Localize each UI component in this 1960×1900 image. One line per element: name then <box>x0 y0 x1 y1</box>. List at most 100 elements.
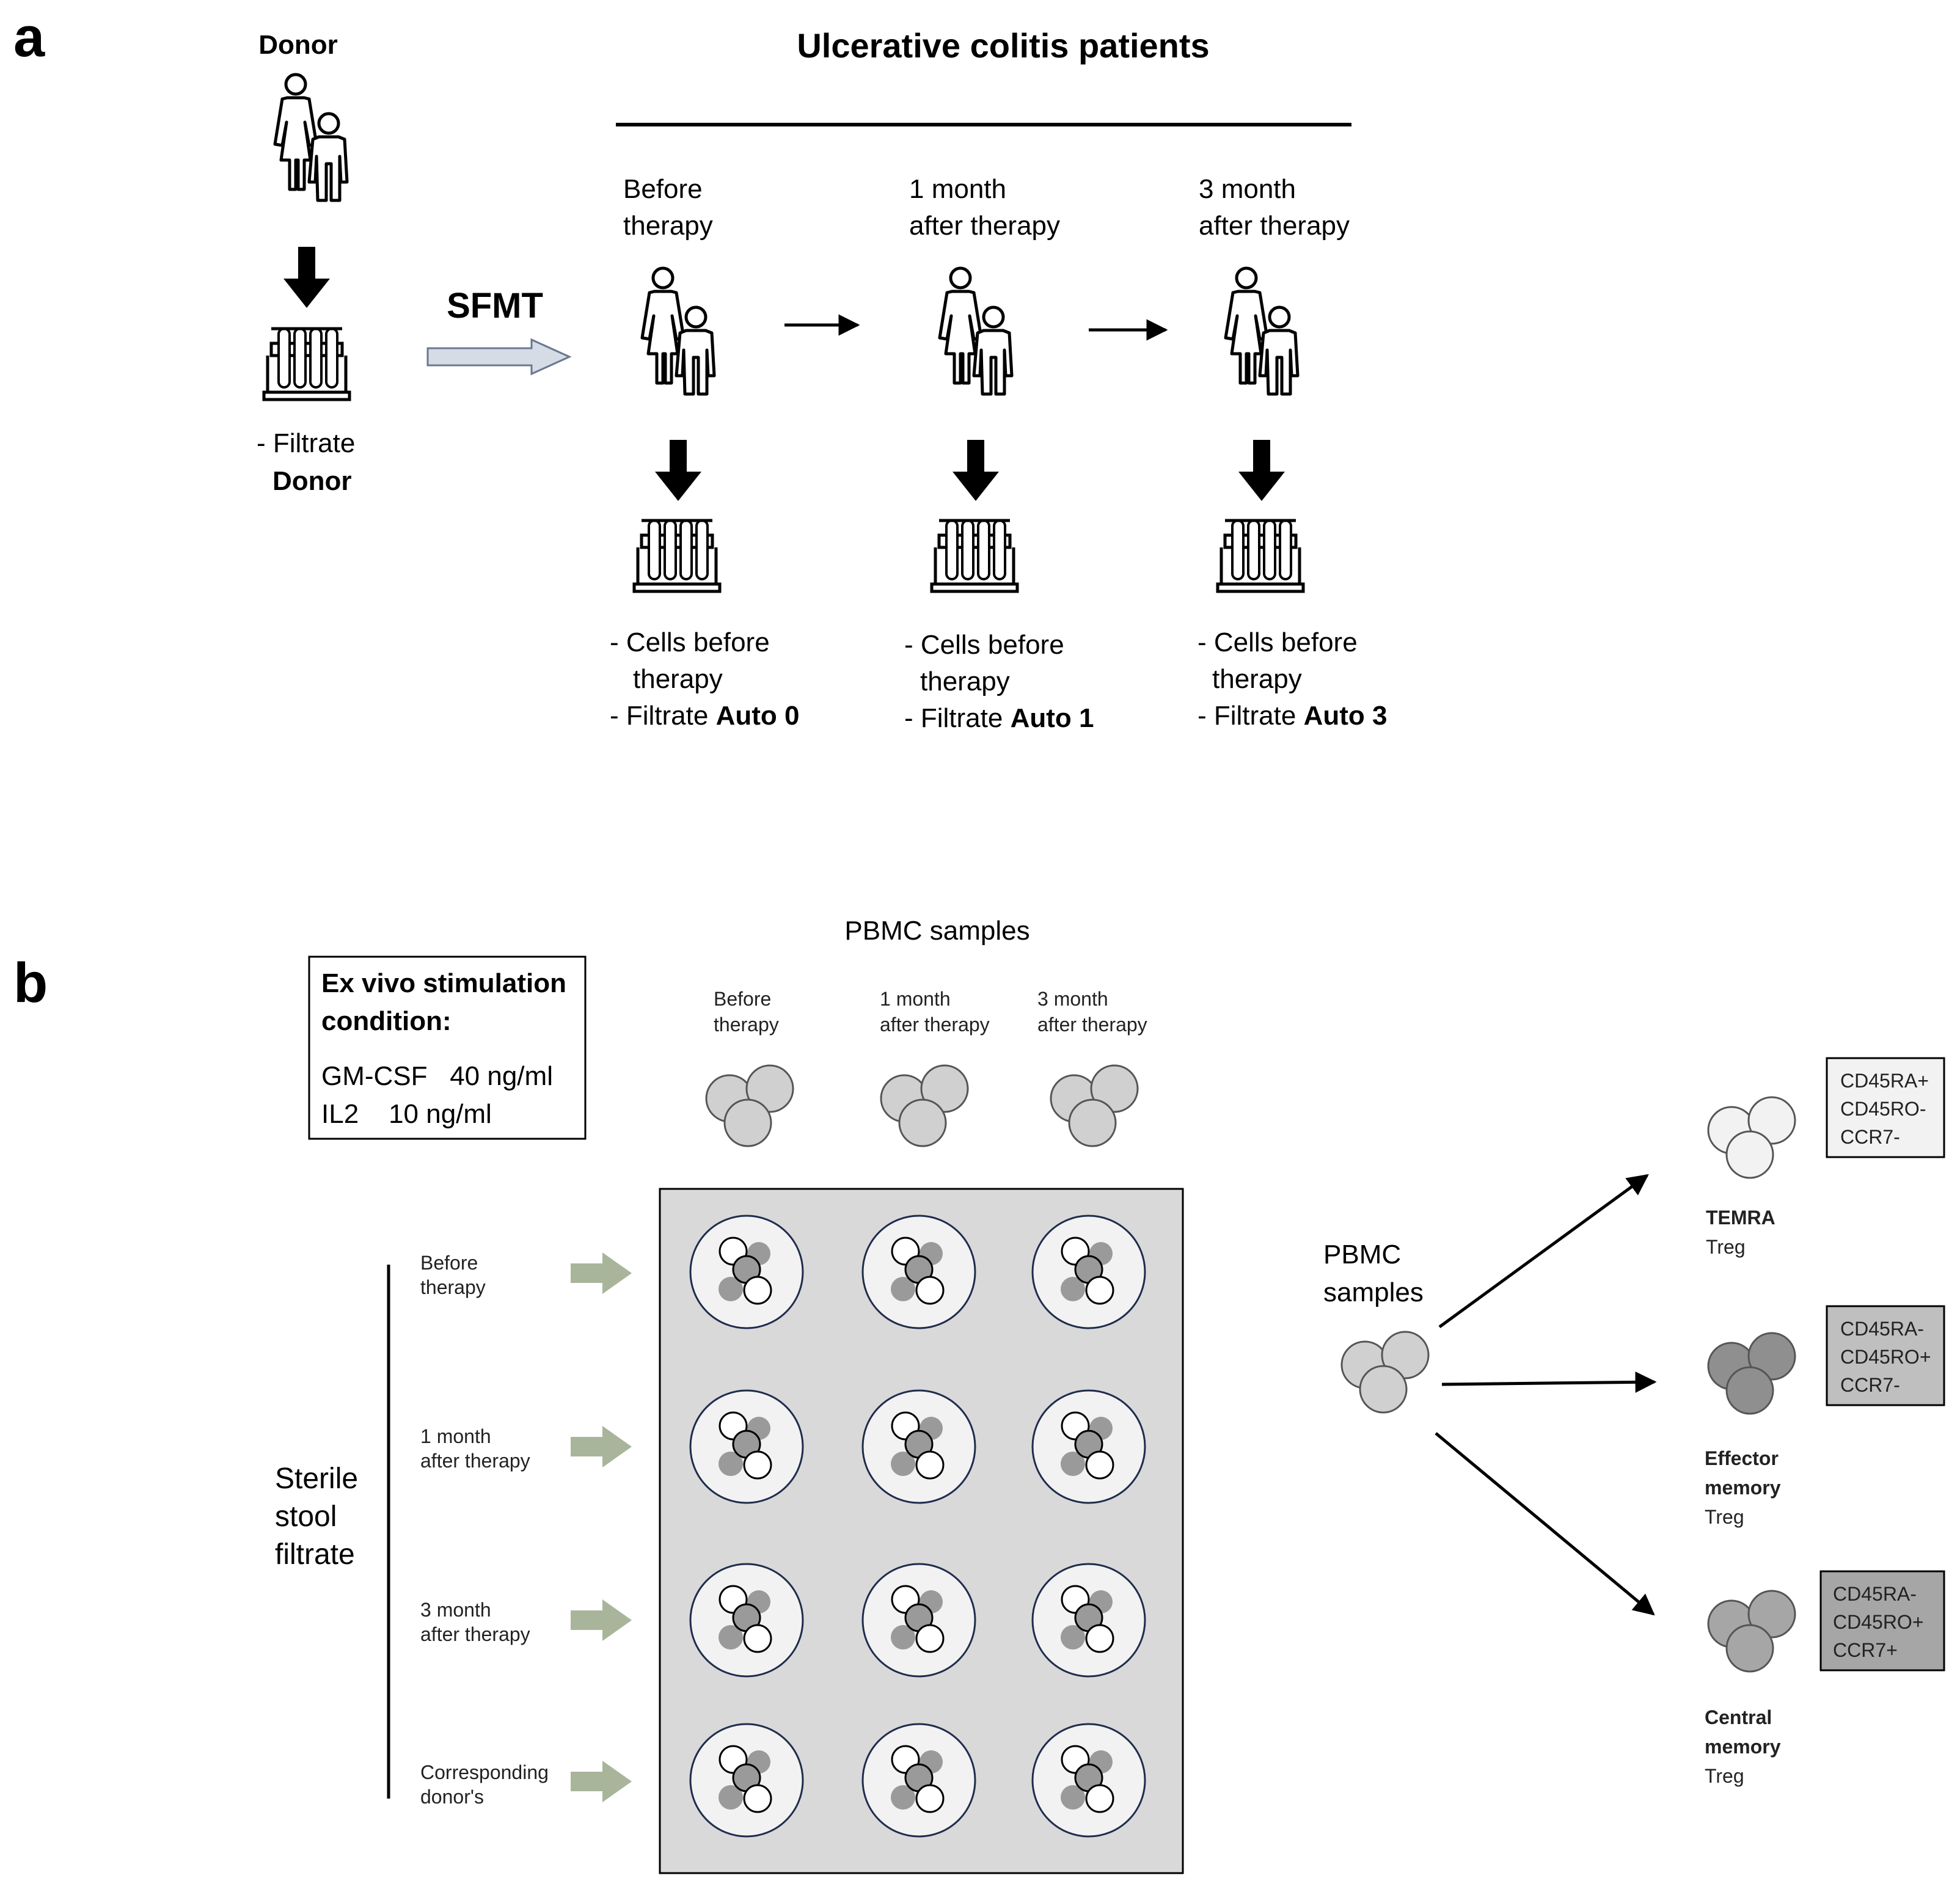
column-header-line1: Before <box>714 988 771 1010</box>
timepoint-title-line2: after therapy <box>909 211 1060 241</box>
cells-line2: therapy <box>920 667 1010 696</box>
marker-line: CD45RA- <box>1833 1583 1917 1605</box>
cells-line2: therapy <box>1212 664 1302 694</box>
row-label-line2: after therapy <box>420 1623 530 1645</box>
subset-name: memory <box>1705 1736 1781 1758</box>
treg-cluster-icon <box>1707 1332 1796 1415</box>
stim-title-line1: Ex vivo stimulation <box>321 968 566 998</box>
test-tube-rack-icon <box>932 521 1017 591</box>
plate-well <box>689 1389 804 1504</box>
plate-well <box>689 1215 804 1329</box>
row-label-line2: donor's <box>420 1786 484 1808</box>
marker-line: CD45RA+ <box>1840 1070 1929 1092</box>
plate-well <box>861 1389 976 1504</box>
green-arrow <box>571 1426 632 1467</box>
pbmc-right-line1: PBMC <box>1323 1240 1401 1270</box>
sterile-label-line3: filtrate <box>275 1538 355 1571</box>
panel-a-letter: a <box>13 6 45 68</box>
pbmc-right-line2: samples <box>1323 1277 1424 1307</box>
patient-person-icon <box>642 268 714 394</box>
marker-line: CCR7+ <box>1833 1639 1898 1661</box>
patient-person-icon <box>940 268 1012 394</box>
donor-filtrate-line2: Donor <box>272 466 352 496</box>
sfmt-label: SFMT <box>447 286 543 326</box>
test-tube-rack-icon <box>264 329 349 400</box>
column-header-line1: 3 month <box>1037 988 1108 1010</box>
timepoint-title-line1: 1 month <box>909 174 1006 204</box>
cells-line2: therapy <box>633 664 723 694</box>
pbmc-samples-title: PBMC samples <box>844 916 1029 946</box>
timepoint-1-month: 1 month after therapy - Cells before the… <box>904 174 1094 733</box>
panel-b-letter: b <box>13 952 48 1014</box>
subset-central-memory: CD45RA- CD45RO+ CCR7+ Central memory Tre… <box>1705 1570 1945 1787</box>
row-label-line1: Corresponding <box>420 1761 549 1783</box>
timepoint-title-line1: 3 month <box>1199 174 1296 204</box>
subset-name: memory <box>1705 1477 1781 1499</box>
timepoint-before: Before therapy - Cells before therapy - … <box>610 174 799 731</box>
row-label-line2: therapy <box>420 1276 486 1298</box>
marker-box <box>1826 1057 1945 1158</box>
stim-line2: IL2 10 ng/ml <box>321 1099 492 1129</box>
column-header-line1: 1 month <box>880 988 951 1010</box>
pbmc-cluster-icon <box>880 1064 969 1147</box>
patients-title: Ulcerative colitis patients <box>797 26 1209 65</box>
plate-well <box>1031 1215 1146 1329</box>
donor-title: Donor <box>258 30 338 60</box>
subset-name: Effector <box>1705 1447 1779 1469</box>
cells-line1: - Cells before <box>610 627 770 657</box>
stimulation-condition-box: Ex vivo stimulation condition: GM-CSF 40… <box>308 955 587 1140</box>
cells-line1: - Cells before <box>1198 627 1358 657</box>
green-arrow <box>571 1599 632 1641</box>
plate-well <box>1031 1563 1146 1678</box>
cells-line1: - Cells before <box>904 630 1064 660</box>
timepoint-title-line2: therapy <box>623 211 713 241</box>
pbmc-cluster-icon <box>1050 1064 1139 1147</box>
subset-cell-type: Treg <box>1706 1236 1746 1258</box>
down-arrow-icon <box>283 247 330 308</box>
green-arrow <box>571 1761 632 1802</box>
column-header-line2: after therapy <box>1037 1014 1147 1036</box>
marker-line: CD45RO+ <box>1833 1611 1924 1633</box>
timepoint-title-line1: Before <box>623 174 703 204</box>
subset-name: Central <box>1705 1706 1772 1728</box>
plate-well <box>689 1563 804 1678</box>
row-label-line1: Before <box>420 1252 478 1274</box>
down-arrow-icon <box>1238 440 1285 501</box>
stim-title-line2: condition: <box>321 1006 452 1036</box>
sfmt-arrow <box>426 338 572 376</box>
marker-box <box>1826 1305 1945 1406</box>
down-arrow-icon <box>953 440 999 501</box>
subset-cell-type: Treg <box>1705 1506 1744 1528</box>
plate-well <box>861 1723 976 1838</box>
sterile-label-line2: stool <box>275 1500 337 1533</box>
branch-arrow <box>1441 1371 1657 1393</box>
treg-cluster-icon <box>1707 1590 1796 1673</box>
subset-cell-type: Treg <box>1705 1765 1744 1787</box>
row-label-line2: after therapy <box>420 1450 530 1472</box>
timepoint-title-line2: after therapy <box>1199 211 1350 241</box>
marker-line: CD45RA- <box>1840 1318 1924 1340</box>
patient-person-icon <box>1226 268 1298 394</box>
marker-line: CD45RO+ <box>1840 1346 1931 1368</box>
down-arrow-icon <box>655 440 701 501</box>
subset-effector-memory: CD45RA- CD45RO+ CCR7- Effector memory Tr… <box>1705 1305 1945 1528</box>
plate-well <box>1031 1389 1146 1504</box>
row-label-line1: 1 month <box>420 1425 491 1447</box>
donor-filtrate-line1: - Filtrate <box>257 428 355 458</box>
filtrate-label: - Filtrate Auto 1 <box>904 703 1094 733</box>
plate-well <box>689 1723 804 1838</box>
stim-line1: GM-CSF 40 ng/ml <box>321 1061 553 1091</box>
column-header-line2: therapy <box>714 1014 779 1036</box>
treg-cluster-icon <box>1707 1096 1796 1179</box>
subset-name: TEMRA <box>1706 1207 1775 1229</box>
plate-well <box>1031 1723 1146 1838</box>
plate-well <box>861 1215 976 1329</box>
test-tube-rack-icon <box>634 521 720 591</box>
marker-line: CCR7- <box>1840 1374 1900 1396</box>
pbmc-cluster-icon <box>1340 1331 1430 1414</box>
marker-box <box>1819 1570 1945 1672</box>
timepoint-3-month: 3 month after therapy - Cells before the… <box>1198 174 1387 731</box>
plate-well <box>861 1563 976 1678</box>
sterile-label-line1: Sterile <box>275 1463 358 1495</box>
